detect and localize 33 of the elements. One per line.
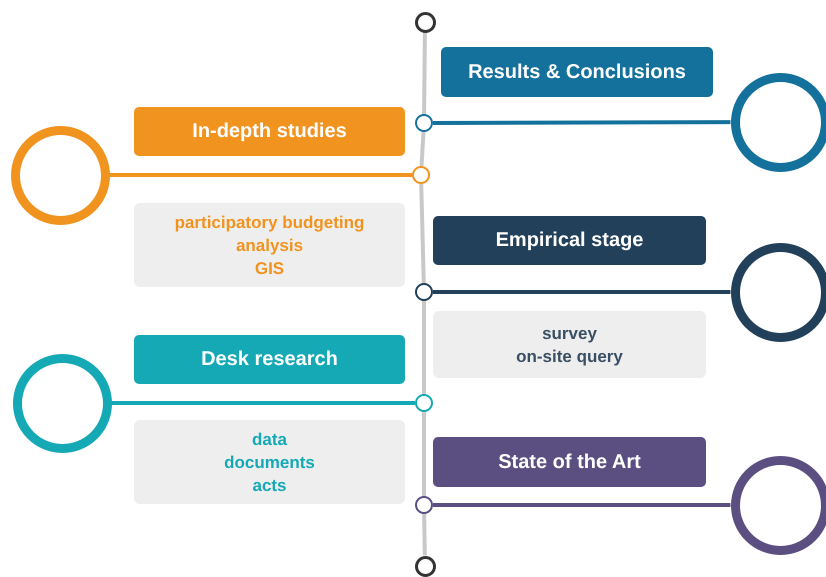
stage-label: State of the Art	[433, 437, 706, 487]
stage-label: Results & Conclusions	[441, 47, 713, 97]
timeline-end-circle	[414, 556, 436, 576]
connector-line	[433, 120, 730, 125]
stage-label: Empirical stage	[433, 216, 706, 265]
timeline-dot	[415, 496, 433, 514]
panel-text: analysis	[236, 234, 304, 256]
stage-label: In-depth studies	[134, 107, 405, 156]
panel-text: data	[252, 428, 287, 450]
timeline-end-circle	[414, 12, 436, 32]
timeline-line	[422, 514, 427, 556]
timeline-dot	[412, 166, 430, 184]
timeline-dot	[415, 394, 433, 412]
timeline-line	[422, 301, 426, 394]
panel-text: participatory budgeting	[174, 212, 364, 234]
panel-text: GIS	[254, 258, 284, 280]
timeline-line	[420, 132, 426, 166]
connector-line	[433, 503, 730, 507]
timeline-dot	[415, 114, 433, 132]
timeline-line	[422, 32, 427, 114]
panel-text: on-site query	[516, 346, 623, 368]
panel-text: acts	[252, 474, 287, 496]
connector-line	[112, 401, 415, 405]
timeline-dot	[415, 283, 433, 301]
connector-line	[433, 290, 730, 294]
stage-label: Desk research	[134, 335, 405, 384]
timeline-line	[422, 412, 426, 496]
panel-text: survey	[542, 322, 597, 344]
connector-line	[110, 173, 412, 177]
ring-circle	[10, 126, 110, 224]
panel-text: documents	[224, 452, 315, 474]
ring-circle	[12, 354, 112, 452]
timeline-line	[419, 184, 426, 284]
